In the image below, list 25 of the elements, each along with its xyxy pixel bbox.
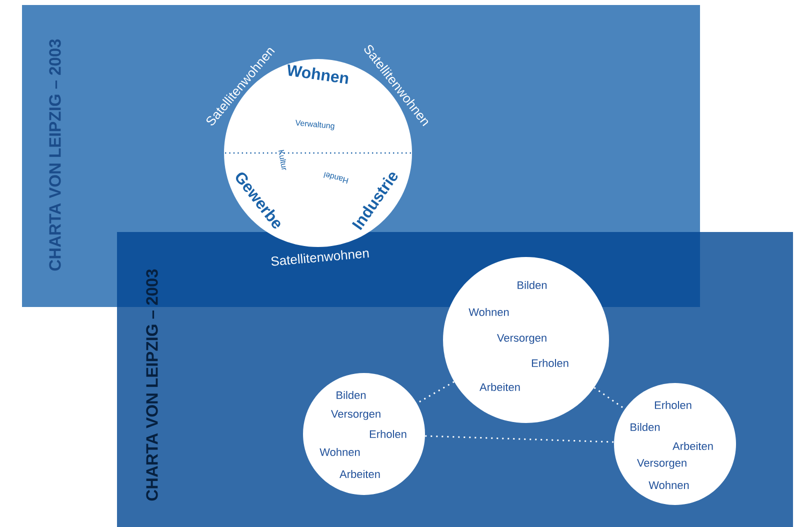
word-label: Arbeiten	[340, 470, 380, 478]
word-label: Versorgen	[636, 459, 686, 469]
word-label: Wohnen	[288, 64, 348, 84]
word-label: Arbeiten	[480, 382, 520, 392]
word-label: Bilden	[630, 422, 660, 432]
word-label: Erholen	[370, 430, 406, 438]
word-label: Arbeiten	[672, 442, 713, 450]
dotted-line	[425, 435, 614, 443]
word-label: Bilden	[336, 390, 366, 400]
word-label: Bilden	[518, 280, 547, 290]
word-label: Versorgen	[496, 334, 546, 344]
dotted-line	[594, 387, 626, 410]
vertical-title: CHARTA VON LEIPZIG – 2003	[49, 39, 61, 271]
word-label: Wohnen	[648, 480, 689, 490]
word-label: Versorgen	[330, 410, 380, 420]
dotted-line	[416, 381, 454, 404]
word-label: Wohnen	[468, 308, 509, 316]
word-label: Erholen	[654, 400, 692, 410]
word-label: Erholen	[532, 358, 568, 368]
arc-label: Satellitenwohnen	[272, 250, 369, 266]
word-label: Wohnen	[320, 448, 360, 456]
word-label: Handel	[324, 172, 348, 184]
word-label: Kultur	[278, 150, 286, 170]
vertical-title: CHARTA VON LEIPZIG – 2003	[146, 269, 158, 501]
word-label: Verwaltung	[296, 120, 334, 130]
